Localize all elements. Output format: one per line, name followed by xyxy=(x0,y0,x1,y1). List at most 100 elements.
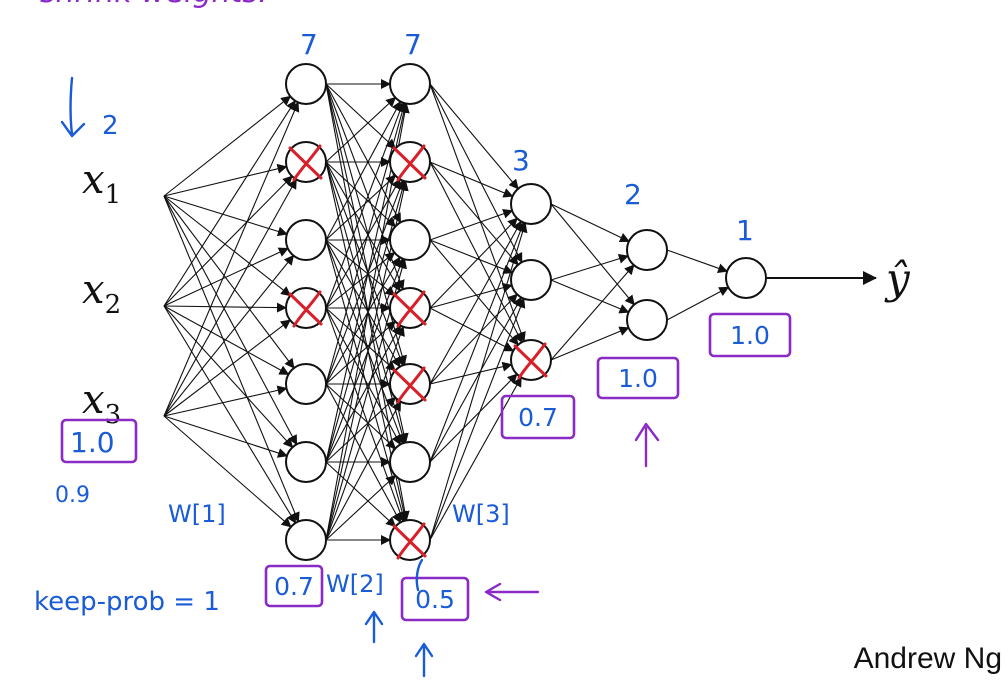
connection-edge xyxy=(325,461,397,528)
connection-edge xyxy=(666,286,730,321)
keep-prob-value: 0.7 xyxy=(518,403,558,432)
connection-edge xyxy=(163,305,297,524)
connection-edge xyxy=(163,175,293,307)
weight-label-2: W[2] xyxy=(326,570,384,598)
neuron-node xyxy=(389,63,431,105)
connection-edge xyxy=(429,161,514,198)
connection-edge xyxy=(325,251,396,309)
connection-edge xyxy=(550,203,630,243)
connection-edge xyxy=(163,163,288,197)
neuron-node xyxy=(285,363,327,405)
connection-edge xyxy=(163,99,296,307)
connection-edge xyxy=(163,305,290,375)
connection-edge xyxy=(325,178,401,309)
neuron-node xyxy=(285,441,327,483)
connection-edge xyxy=(325,400,401,541)
neuron-node xyxy=(510,259,552,301)
neuron-node xyxy=(626,229,668,271)
up-arrow-icon xyxy=(414,642,434,678)
left-arrow-icon xyxy=(484,582,540,602)
connection-edge xyxy=(163,195,292,297)
connection-edge xyxy=(325,307,401,446)
connection-edge xyxy=(429,222,528,541)
connection-edge xyxy=(429,239,519,346)
alt-keep-value: 0.9 xyxy=(55,483,90,508)
connection-edge xyxy=(325,102,410,541)
dropout-x-mark xyxy=(392,366,427,404)
connection-edge xyxy=(325,96,397,163)
neuron-node xyxy=(725,257,767,299)
connection-edge xyxy=(550,279,630,314)
keep-prob-box xyxy=(500,394,576,440)
connection-edge xyxy=(163,195,295,369)
connection-edge xyxy=(429,296,522,463)
connection-edge xyxy=(163,95,292,197)
input-keep-value: 1.0 xyxy=(70,426,115,459)
layer-size-label: 3 xyxy=(512,144,530,177)
connection-edge xyxy=(163,195,300,523)
connection-edge xyxy=(163,195,288,237)
dropped-node-marks xyxy=(288,144,548,560)
up-arrow-icon xyxy=(634,422,660,468)
neuron-node xyxy=(626,299,668,341)
input-x3: x3 xyxy=(82,377,121,430)
layer-size-label: 7 xyxy=(300,28,318,61)
keep-prob-value: 1.0 xyxy=(618,364,658,393)
connection-edge xyxy=(429,161,519,266)
connection-edge xyxy=(163,178,297,417)
connection-edge xyxy=(429,297,526,541)
connection-edge xyxy=(163,385,288,417)
neuron-node xyxy=(285,519,327,561)
connection-edge xyxy=(325,256,401,385)
connection-edge xyxy=(429,220,522,385)
connection-edge xyxy=(325,307,405,523)
connection-edge xyxy=(325,83,397,150)
connection-edge xyxy=(163,415,292,528)
keep-prob-box xyxy=(708,312,792,358)
connection-edge xyxy=(429,239,514,274)
connection-edge xyxy=(325,180,407,463)
connection-edge xyxy=(550,253,629,281)
down-arrow-icon xyxy=(60,76,86,138)
output-y-hat: ŷ xyxy=(884,254,911,303)
connection-edge xyxy=(325,174,397,241)
connection-edge xyxy=(429,161,523,344)
connection-edge xyxy=(325,161,407,444)
keep-prob-value: 0.7 xyxy=(274,572,314,601)
keep-prob-value: 0.5 xyxy=(415,585,455,614)
connection-edge xyxy=(325,474,397,541)
connection-edge xyxy=(429,209,514,241)
connection-edge xyxy=(429,376,522,541)
connection-edge xyxy=(429,217,518,309)
connection-edge xyxy=(163,195,298,446)
dropout-x-mark xyxy=(392,522,427,560)
connection-edge xyxy=(325,161,397,228)
input-x1: x1 xyxy=(82,157,121,210)
dropout-x-mark xyxy=(513,342,548,380)
dropout-x-mark xyxy=(288,144,323,182)
up-arrow-icon xyxy=(415,558,424,592)
connection-edge xyxy=(429,373,518,463)
keep-prob-box xyxy=(400,576,470,622)
connection-edge xyxy=(325,396,397,463)
connection-edge xyxy=(325,239,401,368)
connection-edges xyxy=(163,79,730,545)
weight-label-1: W[1] xyxy=(168,500,226,528)
up-arrow-icon xyxy=(364,610,384,644)
dropout-x-mark xyxy=(288,290,323,328)
keep-prob-box xyxy=(596,356,680,400)
network-nodes xyxy=(285,63,767,561)
connection-edge xyxy=(325,325,405,541)
neuron-node xyxy=(389,219,431,261)
connection-edge xyxy=(163,415,288,458)
connection-edge xyxy=(325,161,401,292)
neuron-node xyxy=(285,219,327,261)
neuron-node xyxy=(510,183,552,225)
connection-edge xyxy=(429,83,523,264)
input-labels: x1 x2 x3 xyxy=(82,157,121,430)
weight-label-3: W[3] xyxy=(452,500,510,528)
layer-size-label: 7 xyxy=(404,28,422,61)
input-keep-box xyxy=(60,418,138,464)
